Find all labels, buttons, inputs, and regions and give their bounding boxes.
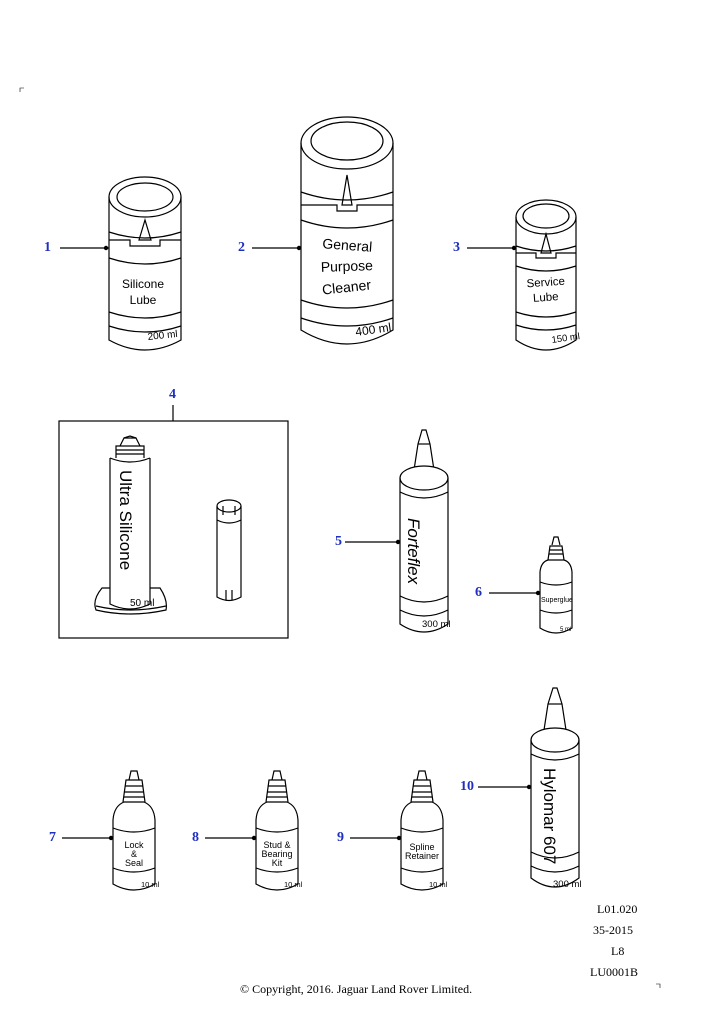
forteflex-volume: 300 ml xyxy=(422,619,451,630)
service-lube-text-2: Lube xyxy=(533,291,559,305)
ultra-silicone-label: Ultra Silicone xyxy=(116,470,135,570)
lock-seal-volume: 10 ml xyxy=(141,880,160,889)
cleaner-text-1: General xyxy=(322,235,373,254)
forteflex-label: Forteflex xyxy=(404,518,423,585)
ref-code-4: LU0001B xyxy=(590,965,638,979)
hylomar-volume: 300 ml xyxy=(553,879,582,890)
callout-2[interactable]: 2 xyxy=(238,240,245,255)
cleaner-volume: 400 ml xyxy=(354,320,392,339)
silicone-lube-text-2: Lube xyxy=(130,293,157,307)
stud-bearing-text-1: Stud & xyxy=(263,840,290,850)
callout-3[interactable]: 3 xyxy=(453,240,460,255)
stud-bearing-text-3: Kit xyxy=(272,858,283,868)
leader-dot-6 xyxy=(535,590,541,596)
corner-mark-bottom xyxy=(656,983,661,988)
bottle-spline-retainer[interactable]: Spline Retainer 10 ml xyxy=(400,770,448,891)
callout-7[interactable]: 7 xyxy=(49,830,56,845)
leader-dot-2 xyxy=(296,245,302,251)
ref-code-1: L01.020 xyxy=(597,902,638,916)
callout-4[interactable]: 4 xyxy=(169,387,176,402)
callout-8[interactable]: 8 xyxy=(192,830,199,845)
silicone-lube-volume: 200 ml xyxy=(147,329,178,343)
copyright-notice: © Copyright, 2016. Jaguar Land Rover Lim… xyxy=(240,982,473,996)
service-lube-volume: 150 ml xyxy=(551,331,581,346)
cleaner-text-2: Purpose xyxy=(320,257,373,275)
callout-9[interactable]: 9 xyxy=(337,830,344,845)
leader-dot-10 xyxy=(526,784,532,790)
corner-mark xyxy=(19,87,24,92)
bottle-superglue[interactable]: Superglue 5 ml xyxy=(539,536,573,634)
hylomar-label: Hylomar 607 xyxy=(540,768,559,864)
spline-retainer-text-1: Spline xyxy=(409,842,434,852)
bottle-lock-seal[interactable]: Lock & Seal 10 ml xyxy=(112,770,160,891)
callout-5[interactable]: 5 xyxy=(335,534,342,549)
leader-dot-8 xyxy=(251,835,257,841)
leader-dot-5 xyxy=(395,539,401,545)
superglue-label: Superglue xyxy=(541,597,573,604)
bottle-stud-bearing-kit[interactable]: Stud & Bearing Kit 10 ml xyxy=(255,770,303,891)
silicone-lube-text-1: Silicone xyxy=(122,277,164,291)
can-general-purpose-cleaner[interactable]: General Purpose Cleaner 400 ml xyxy=(300,116,394,345)
stud-bearing-volume: 10 ml xyxy=(284,880,303,889)
spline-retainer-text-2: Retainer xyxy=(405,851,439,861)
superglue-volume: 5 ml xyxy=(560,627,571,633)
ultra-silicone-volume: 50 ml xyxy=(130,598,154,609)
callout-10[interactable]: 10 xyxy=(460,779,474,794)
nozzle-ultra-silicone[interactable] xyxy=(216,499,242,602)
cleaner-text-3: Cleaner xyxy=(321,276,372,297)
leader-dot-3 xyxy=(511,245,517,251)
lock-seal-text-3: Seal xyxy=(125,858,143,868)
tube-ultra-silicone[interactable]: Ultra Silicone 50 ml xyxy=(94,435,167,615)
ref-code-2: 35-2015 xyxy=(593,923,633,937)
stud-bearing-text-2: Bearing xyxy=(261,849,292,859)
lock-seal-text-2: & xyxy=(131,849,137,859)
spline-retainer-volume: 10 ml xyxy=(429,880,448,889)
leader-dot-9 xyxy=(396,835,402,841)
ref-code-3: L8 xyxy=(611,944,625,958)
leader-dot-1 xyxy=(103,245,109,251)
tube-hylomar-607[interactable]: Hylomar 607 300 ml xyxy=(530,687,582,890)
kit-box-frame xyxy=(58,420,289,639)
tube-forteflex[interactable]: Forteflex 300 ml xyxy=(399,429,451,633)
lock-seal-text-1: Lock xyxy=(124,840,144,850)
callout-6[interactable]: 6 xyxy=(475,585,482,600)
leader-dot-7 xyxy=(108,835,114,841)
service-lube-text-1: Service xyxy=(526,276,565,291)
callout-1[interactable]: 1 xyxy=(44,240,51,255)
can-service-lube[interactable]: Service Lube 150 ml xyxy=(515,199,581,351)
can-silicone-lube[interactable]: Silicone Lube 200 ml xyxy=(108,176,182,351)
